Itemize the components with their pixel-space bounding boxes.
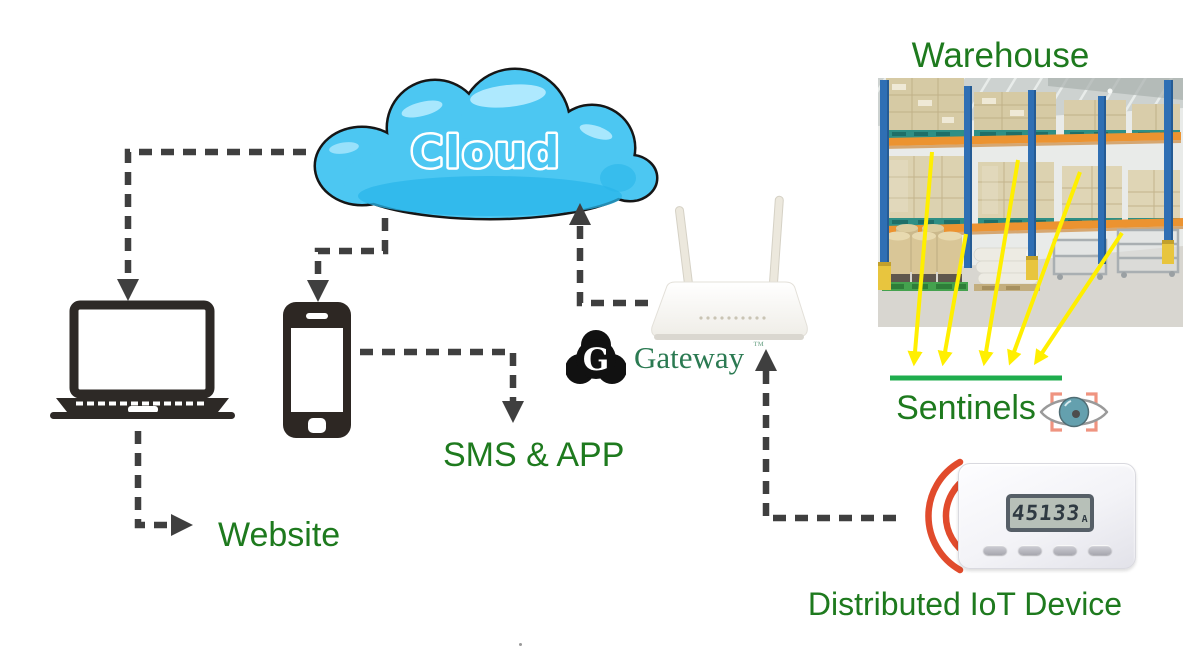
arrow-laptop-to-website [134,431,193,537]
iot-device: 45133 A [958,463,1136,569]
cloud-shade [358,176,622,216]
arrow-iot-to-router [754,349,896,522]
cloud-highlights [329,84,613,154]
wireless-router [651,195,808,340]
lcd-digits: 45133 [1011,501,1082,525]
iot-device-label: Distributed IoT Device [807,586,1123,622]
device-button [983,545,1007,555]
iot-device-lcd: 45133 A [1006,494,1094,532]
cloud-shape: Cloud [313,67,659,221]
arrow-cloud-to-phone [306,218,389,302]
stray-dot [519,643,522,646]
gateway-trademark: ™ [753,340,764,352]
warehouse-label: Warehouse [911,36,1090,75]
warehouse-barrels [882,224,968,291]
device-button [1088,545,1112,555]
router-antennas [674,195,784,291]
device-button [1053,545,1077,555]
website-label: Website [218,516,341,554]
device-button [1018,545,1042,555]
eye-icon [1039,392,1109,432]
smartphone-icon [283,302,351,438]
lcd-mode-letter: A [1081,514,1088,525]
warehouse-photo [878,78,1183,327]
router-leds [699,316,766,320]
arrow-router-to-cloud [568,203,648,307]
laptop-icon [50,300,235,419]
gateway-logo-icon: G [566,330,626,384]
gateway-label: Gateway [634,340,745,375]
arrow-cloud-to-laptop [116,148,306,301]
sms-app-label: SMS & APP [443,436,625,474]
svg-text:G: G [583,342,609,378]
gateway-node: G Gateway ™ [566,330,764,386]
cloud-label: Cloud [411,127,561,178]
sentinels-label: Sentinels [896,389,1036,427]
arrow-phone-to-sms [360,348,525,423]
